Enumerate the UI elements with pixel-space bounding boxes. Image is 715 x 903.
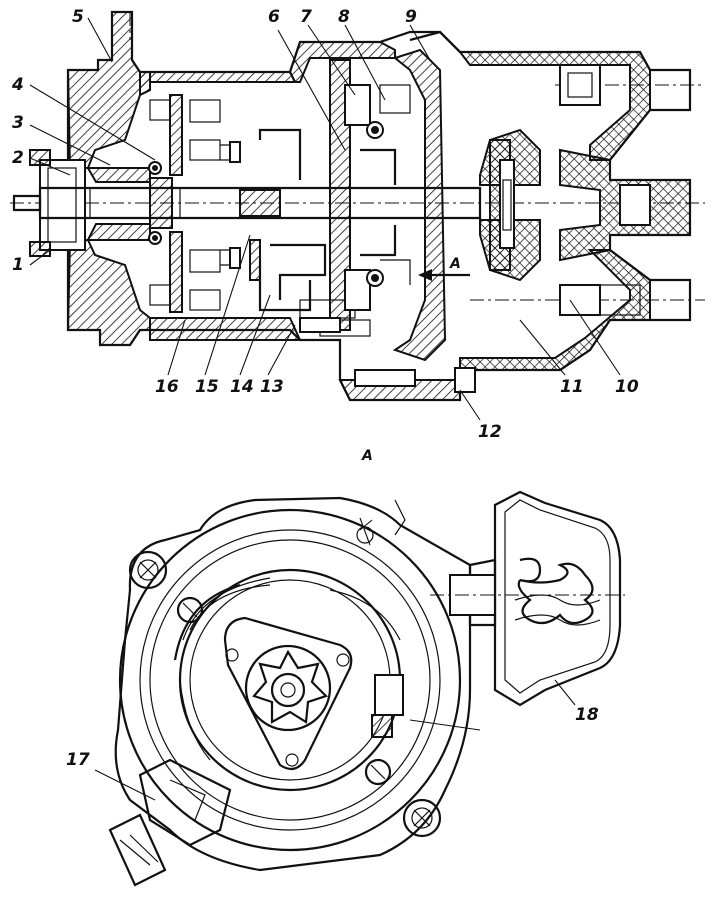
- label-12: 12: [478, 422, 502, 442]
- view-label: A: [361, 448, 373, 464]
- label-3: 3: [12, 113, 24, 133]
- label-13: 13: [260, 377, 284, 397]
- label-14: 14: [230, 377, 254, 397]
- label-2: 2: [12, 148, 24, 168]
- label-10: 10: [615, 377, 639, 397]
- label-4: 4: [11, 75, 24, 95]
- label-11: 11: [560, 377, 584, 397]
- label-18: 18: [575, 705, 599, 725]
- label-6: 6: [268, 7, 280, 27]
- label-16: 16: [155, 377, 179, 397]
- section-arrow-label: A: [449, 256, 461, 272]
- label-1: 1: [12, 255, 24, 275]
- label-5: 5: [72, 7, 84, 27]
- label-7: 7: [300, 7, 312, 27]
- label-17: 17: [66, 750, 90, 770]
- label-8: 8: [338, 7, 350, 27]
- label-15: 15: [195, 377, 219, 397]
- sectional-view: 1 2 3 4 5 6 7 8 9 10 11 12 13 14 15 16 A: [10, 7, 705, 442]
- plan-view: 17 18: [66, 490, 625, 887]
- label-9: 9: [405, 7, 417, 27]
